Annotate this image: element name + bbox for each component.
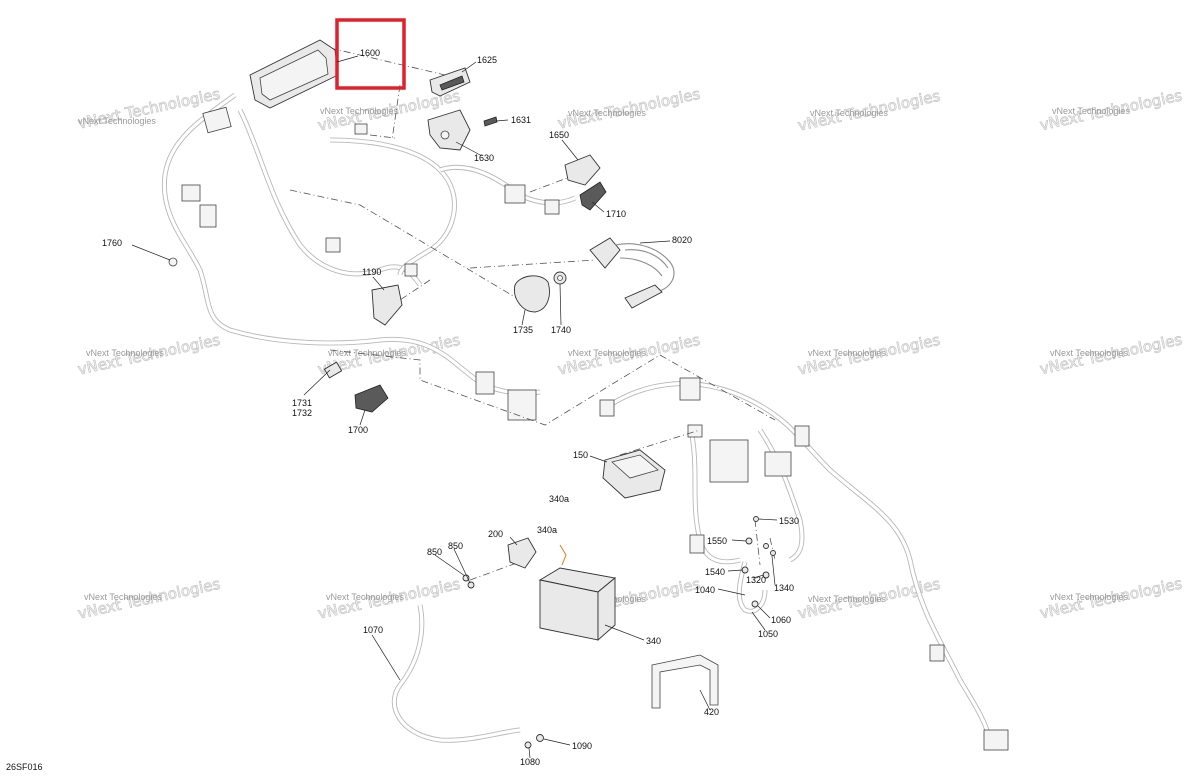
part-420-strap[interactable]	[651, 654, 719, 709]
callout-1190[interactable]: 1190	[362, 267, 381, 277]
callout-1320[interactable]: 1320	[746, 575, 766, 585]
svg-text:vNext Technologies: vNext Technologies	[1050, 348, 1128, 358]
part-1070-cable[interactable]	[391, 604, 521, 743]
part-1740-nut[interactable]	[553, 271, 567, 285]
callout-1040[interactable]: 1040	[695, 585, 715, 595]
callout-1740[interactable]: 1740	[551, 325, 571, 335]
svg-text:vNext Technologies: vNext Technologies	[84, 592, 162, 602]
part-1710-sensor[interactable]	[579, 181, 607, 211]
callout-1340[interactable]: 1340	[774, 583, 794, 593]
svg-text:vNext Technologies: vNext Technologies	[326, 592, 404, 602]
drawing-code: 26SF016	[6, 762, 43, 772]
callout-150[interactable]: 150	[573, 450, 588, 460]
callout-8020[interactable]: 8020	[672, 235, 692, 245]
svg-text:vNext Technologies: vNext Technologies	[568, 108, 646, 118]
callout-1731[interactable]: 1731	[292, 398, 312, 408]
svg-text:vNext Technologies: vNext Technologies	[78, 116, 156, 126]
svg-text:vNext Technologies: vNext Technologies	[568, 348, 646, 358]
part-1731-1732-connector[interactable]	[323, 361, 343, 379]
part-1530-1550-fasteners[interactable]	[741, 516, 776, 608]
callout-labels: 1600 1625 1631 1630 1650 1710 8020 1760 …	[102, 48, 799, 767]
leader-lines	[131, 55, 778, 759]
callout-1540[interactable]: 1540	[705, 567, 725, 577]
callout-850-left[interactable]: 850	[427, 547, 442, 557]
part-1600-cluster[interactable]	[249, 39, 339, 109]
part-1190-switch[interactable]	[371, 284, 403, 326]
callout-1550[interactable]: 1550	[707, 536, 727, 546]
callout-1070[interactable]: 1070	[363, 625, 383, 635]
callout-1760[interactable]: 1760	[102, 238, 122, 248]
part-8020-tether-cord[interactable]	[589, 237, 675, 309]
callout-1060[interactable]: 1060	[771, 615, 791, 625]
callout-1600[interactable]: 1600	[360, 48, 380, 58]
svg-text:vNext Technologies: vNext Technologies	[808, 594, 886, 604]
callout-340a-upper[interactable]: 340a	[549, 494, 569, 504]
svg-text:vNext Technologies: vNext Technologies	[1052, 106, 1130, 116]
part-1090-1080-terminal[interactable]	[524, 734, 544, 749]
callout-1080[interactable]: 1080	[520, 757, 540, 767]
part-200-solenoid[interactable]	[507, 537, 537, 569]
callout-850-right[interactable]: 850	[448, 541, 463, 551]
part-1760-clip[interactable]	[168, 257, 178, 267]
callout-1650[interactable]: 1650	[549, 130, 569, 140]
callout-340a-lower[interactable]: 340a	[537, 525, 557, 535]
svg-text:vNext Technologies: vNext Technologies	[810, 108, 888, 118]
callout-1710[interactable]: 1710	[606, 209, 626, 219]
part-1631-screw[interactable]	[483, 116, 498, 127]
callout-1732[interactable]: 1732	[292, 408, 312, 418]
callout-420[interactable]: 420	[704, 707, 719, 717]
part-150-regulator[interactable]	[602, 449, 666, 499]
svg-text:vNext Technologies: vNext Technologies	[1050, 592, 1128, 602]
callout-1735[interactable]: 1735	[513, 325, 533, 335]
svg-text:vNext Technologies: vNext Technologies	[86, 348, 164, 358]
highlight-box-1600	[335, 18, 406, 90]
callout-1050[interactable]: 1050	[758, 629, 778, 639]
svg-text:vNext Technologies: vNext Technologies	[320, 106, 398, 116]
svg-text:vNext Technologies: vNext Technologies	[328, 348, 406, 358]
part-1630-bracket[interactable]	[427, 109, 471, 151]
part-1735-switch[interactable]	[514, 275, 550, 313]
part-1700-switch[interactable]	[354, 384, 389, 413]
part-340-battery[interactable]	[538, 544, 617, 641]
callout-1625[interactable]: 1625	[477, 55, 497, 65]
part-1625-module[interactable]	[429, 67, 471, 97]
callout-1090[interactable]: 1090	[572, 741, 592, 751]
callout-340[interactable]: 340	[646, 636, 661, 646]
part-1040-cable[interactable]	[736, 561, 768, 614]
callout-1530[interactable]: 1530	[779, 516, 799, 526]
callout-1630[interactable]: 1630	[474, 153, 494, 163]
callout-200[interactable]: 200	[488, 529, 503, 539]
part-850-nuts[interactable]	[462, 574, 475, 589]
callout-1631[interactable]: 1631	[511, 115, 531, 125]
callout-1700[interactable]: 1700	[348, 425, 368, 435]
part-1650-sensor[interactable]	[564, 154, 601, 186]
svg-text:vNext Technologies: vNext Technologies	[808, 348, 886, 358]
